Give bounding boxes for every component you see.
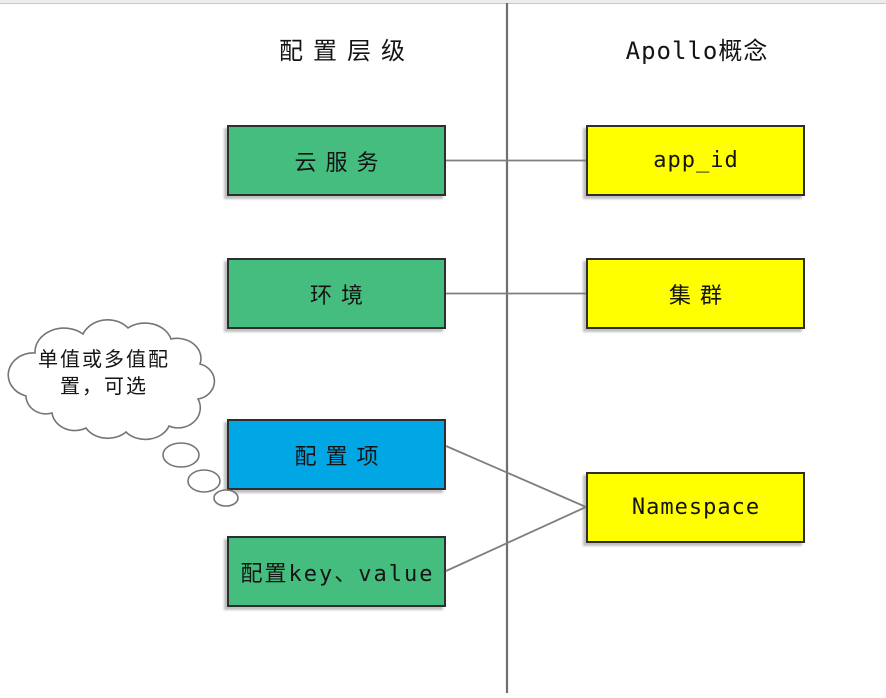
box-cluster: 集群 (586, 258, 805, 329)
thought-bubble-text-line2: 置，可选 (60, 374, 148, 398)
thought-bubble-dot-medium (187, 469, 221, 493)
box-cloud-service-label: 云服务 (294, 150, 388, 176)
box-config-key-value: 配置key、value (227, 536, 446, 607)
right-column-title: Apollo概念 (625, 37, 769, 65)
box-environment: 环境 (227, 258, 446, 329)
box-environment-label: 环境 (309, 283, 372, 309)
thought-bubble-dot-large (162, 442, 200, 468)
left-column-title: 配置层级 (279, 37, 415, 65)
connector-config-key-value-namespace (445, 506, 587, 572)
box-app-id: app_id (586, 125, 805, 196)
connector-config-item-namespace (445, 445, 587, 508)
box-config-key-value-label: 配置key、value (240, 561, 435, 587)
top-edge-rule (0, 0, 886, 4)
thought-bubble-text: 单值或多值配 置，可选 (18, 346, 190, 400)
box-namespace: Namespace (586, 472, 805, 543)
thought-bubble-dot-small (213, 489, 239, 507)
box-namespace-label: Namespace (631, 495, 761, 520)
box-cluster-label: 集群 (668, 283, 731, 309)
thought-bubble-text-line1: 单值或多值配 (38, 347, 170, 371)
box-cloud-service: 云服务 (227, 125, 446, 196)
box-config-item: 配置项 (227, 419, 446, 490)
box-app-id-label: app_id (653, 148, 739, 173)
box-config-item-label: 配置项 (294, 444, 388, 470)
